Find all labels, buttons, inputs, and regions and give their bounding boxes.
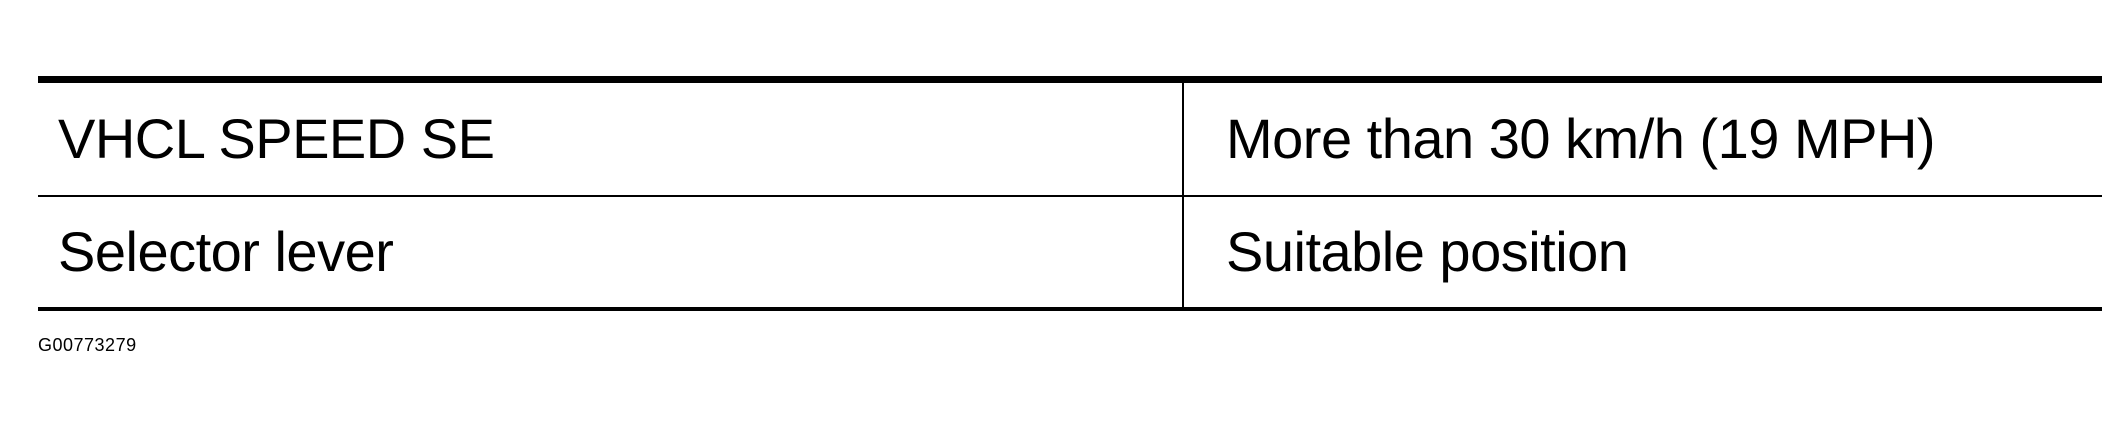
item-cell: Selector lever [38, 197, 1184, 307]
item-cell: VHCL SPEED SE [38, 83, 1184, 195]
figure-id: G00773279 [38, 335, 137, 355]
condition-table: VHCL SPEED SE More than 30 km/h (19 MPH)… [38, 76, 2102, 311]
table-row: VHCL SPEED SE More than 30 km/h (19 MPH) [38, 83, 2102, 195]
condition-cell: More than 30 km/h (19 MPH) [1226, 107, 1936, 170]
table-row: Selector lever Suitable position [38, 195, 2102, 307]
condition-cell: Suitable position [1226, 220, 1629, 283]
